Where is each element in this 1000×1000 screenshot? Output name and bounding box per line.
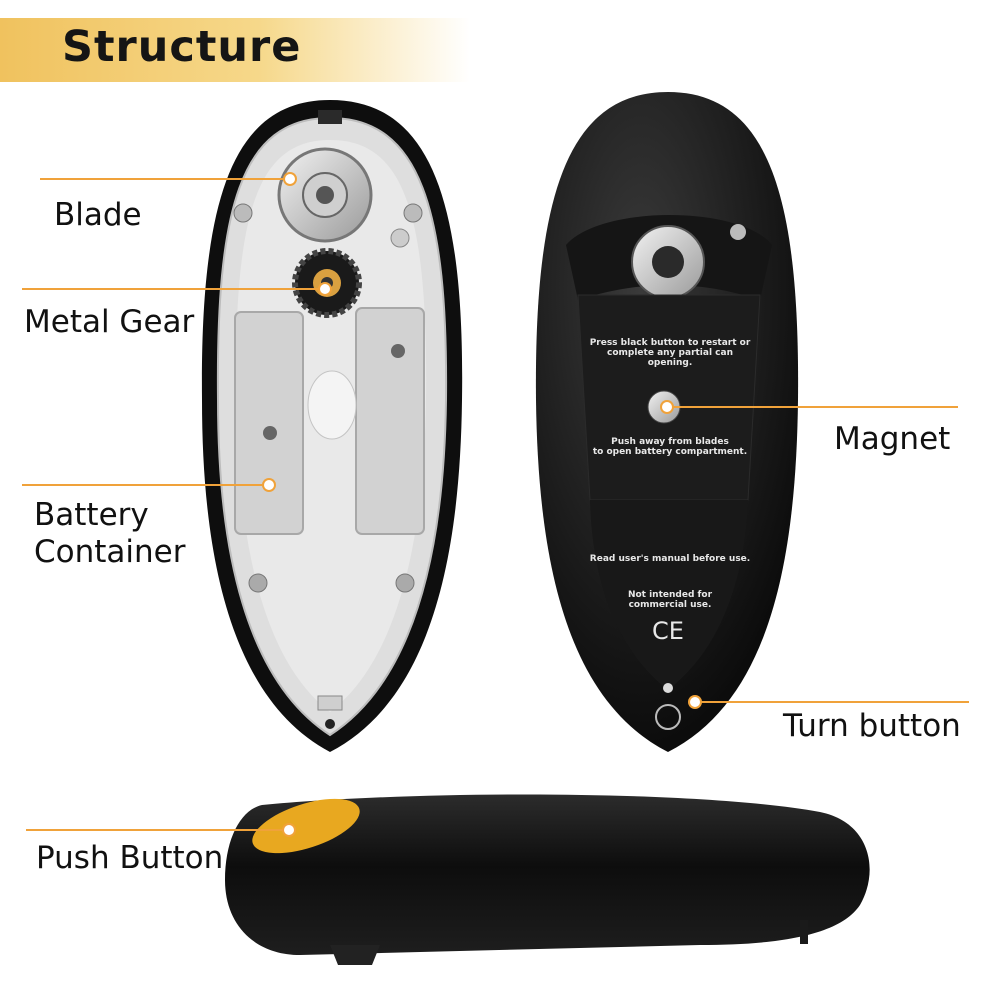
manual-notice: Read user's manual before use.: [589, 554, 751, 564]
metal-gear-callout-line: [22, 288, 322, 290]
commercial-notice-line1: Not intended for: [627, 590, 713, 600]
commercial-notice-line2: commercial use.: [628, 600, 712, 610]
magnet-callout-dot: [662, 402, 672, 412]
push-button-callout-dot: [284, 825, 294, 835]
blade-callout-dot: [285, 174, 295, 184]
battery-callout-dot: [264, 480, 274, 490]
restart-instruction-line1: Press black button to restart or: [589, 338, 751, 348]
magnet-label: Magnet: [834, 421, 951, 457]
ce-mark: CE: [652, 617, 684, 645]
metal-gear-callout-dot: [320, 284, 330, 294]
blade-callout-line: [40, 178, 290, 180]
battery-instruction-line1: Push away from blades: [611, 437, 729, 447]
metal-gear-label: Metal Gear: [24, 304, 195, 340]
turn-button-callout-dot: [690, 697, 700, 707]
opener-side-view: [225, 794, 870, 965]
battery-label-line2: Container: [34, 534, 186, 570]
opener-front-view: [535, 92, 799, 752]
page-title: Structure: [62, 22, 302, 72]
battery-instruction-line2: to open battery compartment.: [592, 447, 748, 457]
turn-button-label: Turn button: [783, 708, 961, 744]
push-button-label: Push Button: [36, 840, 224, 876]
blade-label: Blade: [54, 197, 142, 233]
restart-instruction-line2: complete any partial can opening.: [607, 348, 733, 368]
turn-button-callout-line: [694, 701, 969, 703]
battery-label-line1: Battery: [34, 497, 149, 533]
battery-callout-line: [22, 484, 267, 486]
magnet-callout-line: [668, 406, 958, 408]
opener-back-view: [201, 100, 463, 752]
title-banner: [0, 18, 470, 82]
push-button-callout-line: [26, 829, 288, 831]
